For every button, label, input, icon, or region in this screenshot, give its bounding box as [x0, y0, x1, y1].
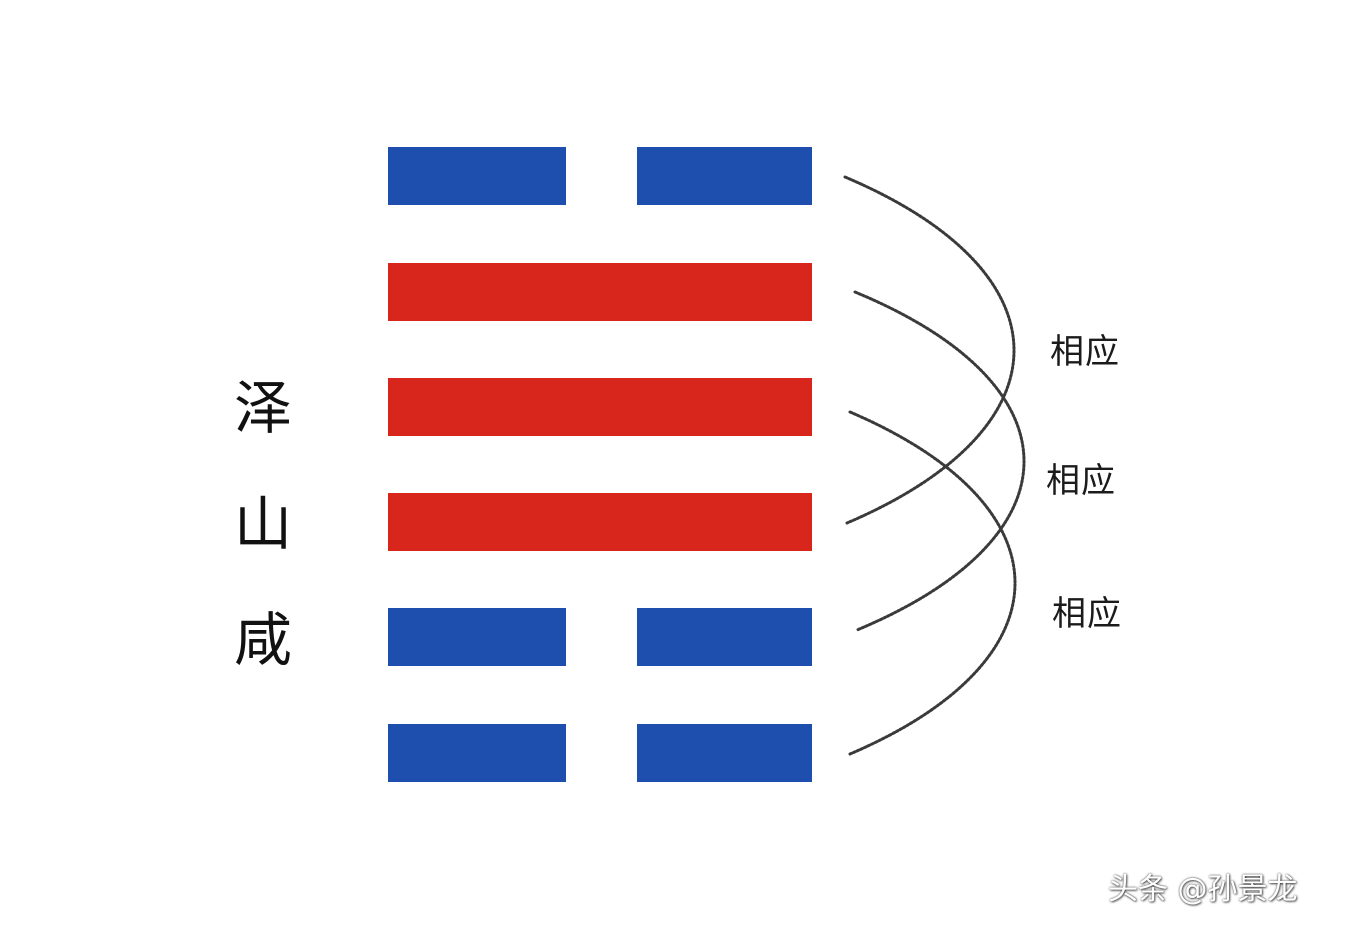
- yang-line: [388, 263, 812, 321]
- hexagram-lines: [388, 147, 812, 782]
- hexagram-name: 泽 山 咸: [218, 350, 308, 698]
- correspondence-curve: [848, 410, 1017, 756]
- correspondence-label: 相应: [1046, 461, 1116, 501]
- yin-line-left-segment: [388, 147, 566, 205]
- correspondence-label: 相应: [1052, 594, 1122, 634]
- correspondence-curve: [853, 290, 1026, 632]
- correspondence-label: 相应: [1050, 332, 1120, 372]
- yin-line-right-segment: [637, 147, 812, 205]
- yin-line-left-segment: [388, 608, 566, 666]
- yang-line: [388, 493, 812, 551]
- yin-line-right-segment: [637, 608, 812, 666]
- watermark: 头条 @孙景龙: [1108, 872, 1298, 907]
- hexagram-name-char: 泽: [233, 374, 292, 442]
- yang-line: [388, 378, 812, 436]
- yin-line-left-segment: [388, 724, 566, 782]
- correspondence-curve: [843, 175, 1016, 525]
- correspondence-curves: [843, 175, 1026, 756]
- hexagram-name-char: 咸: [233, 606, 292, 674]
- hexagram-name-char: 山: [233, 490, 292, 558]
- yin-line-right-segment: [637, 724, 812, 782]
